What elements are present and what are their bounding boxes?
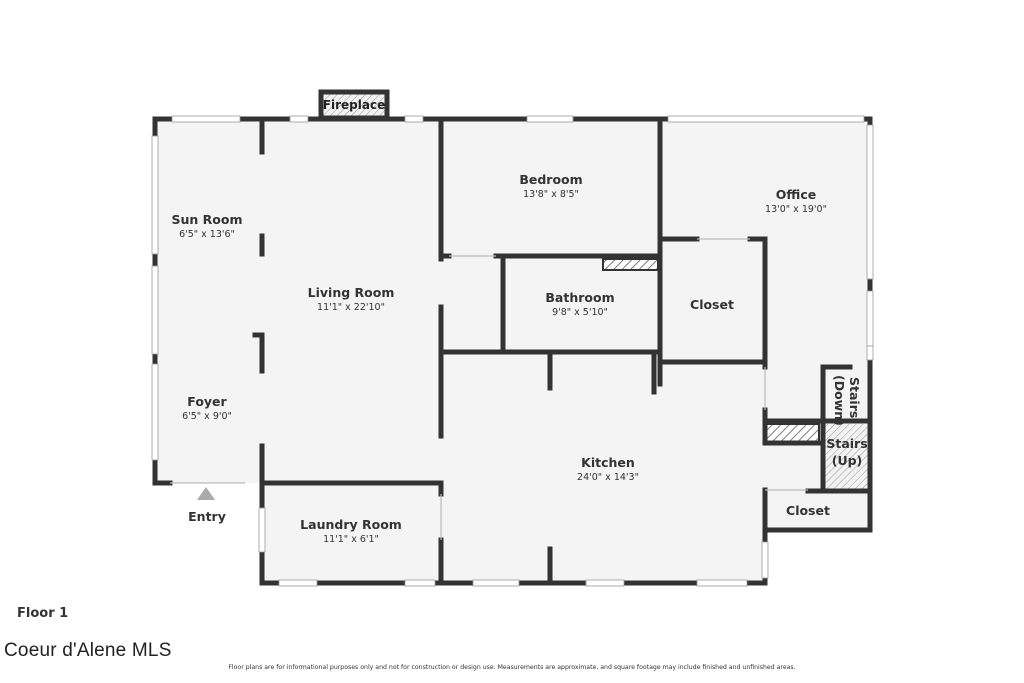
doors <box>170 238 808 540</box>
room-sun-room: Sun Room 6'5" x 13'6" <box>172 212 243 240</box>
entry-arrow-icon <box>197 487 215 500</box>
floor-label: Floor 1 <box>17 606 69 621</box>
room-dimensions: 6'5" x 9'0" <box>182 411 232 422</box>
room-bedroom: Bedroom 13'8" x 8'5" <box>519 172 582 200</box>
entry-label: Entry <box>188 509 226 524</box>
room-dimensions: 11'1" x 22'10" <box>317 302 385 313</box>
room-dimensions: 6'5" x 13'6" <box>179 229 235 240</box>
room-dimensions: 24'0" x 14'3" <box>577 472 639 483</box>
room-bathroom: Bathroom 9'8" x 5'10" <box>545 290 614 318</box>
room-living-room: Living Room 11'1" x 22'10" <box>308 285 395 313</box>
fireplace: Fireplace <box>318 89 390 121</box>
stairs-up-hatch <box>823 424 869 489</box>
room-labels: Sun Room 6'5" x 13'6" Living Room 11'1" … <box>172 172 868 545</box>
room-name: Office <box>776 187 816 202</box>
kitchen-step-hatch <box>765 423 820 443</box>
fireplace-label: Fireplace <box>323 98 385 112</box>
room-name: Foyer <box>187 394 227 409</box>
room-foyer: Foyer 6'5" x 9'0" <box>182 394 232 422</box>
stairs-up: Stairs (Up) <box>826 436 867 468</box>
room-laundry-room: Laundry Room 11'1" x 6'1" <box>300 517 402 545</box>
room-kitchen: Kitchen 24'0" x 14'3" <box>577 455 639 483</box>
brand-logo: Coeur d'Alene MLS <box>4 640 172 661</box>
room-dimensions: 13'0" x 19'0" <box>765 204 827 215</box>
room-name: Living Room <box>308 285 395 300</box>
room-name: Sun Room <box>172 212 243 227</box>
room-closet-upper: Closet <box>690 297 734 312</box>
stairs-down-line1: Stairs <box>847 377 862 418</box>
windows <box>151 115 874 587</box>
room-dimensions: 13'8" x 8'5" <box>523 189 579 200</box>
stairs-down: Stairs (Down) <box>832 375 862 426</box>
bathroom-step-hatch <box>602 258 659 271</box>
hatched-areas <box>602 258 869 489</box>
disclaimer: Floor plans are for informational purpos… <box>228 664 796 671</box>
room-closet-lower: Closet <box>786 503 830 518</box>
stairs-down-line2: (Down) <box>832 375 847 426</box>
room-name: Closet <box>786 503 830 518</box>
room-name: Bedroom <box>519 172 582 187</box>
room-name: Kitchen <box>581 455 635 470</box>
stairs-up-line1: Stairs <box>826 436 867 451</box>
room-name: Laundry Room <box>300 517 402 532</box>
entry-marker: Entry <box>188 487 226 524</box>
stairs-up-line2: (Up) <box>832 453 863 468</box>
room-name: Bathroom <box>545 290 614 305</box>
room-office: Office 13'0" x 19'0" <box>765 187 827 215</box>
room-dimensions: 11'1" x 6'1" <box>323 534 379 545</box>
room-name: Closet <box>690 297 734 312</box>
room-dimensions: 9'8" x 5'10" <box>552 307 608 318</box>
